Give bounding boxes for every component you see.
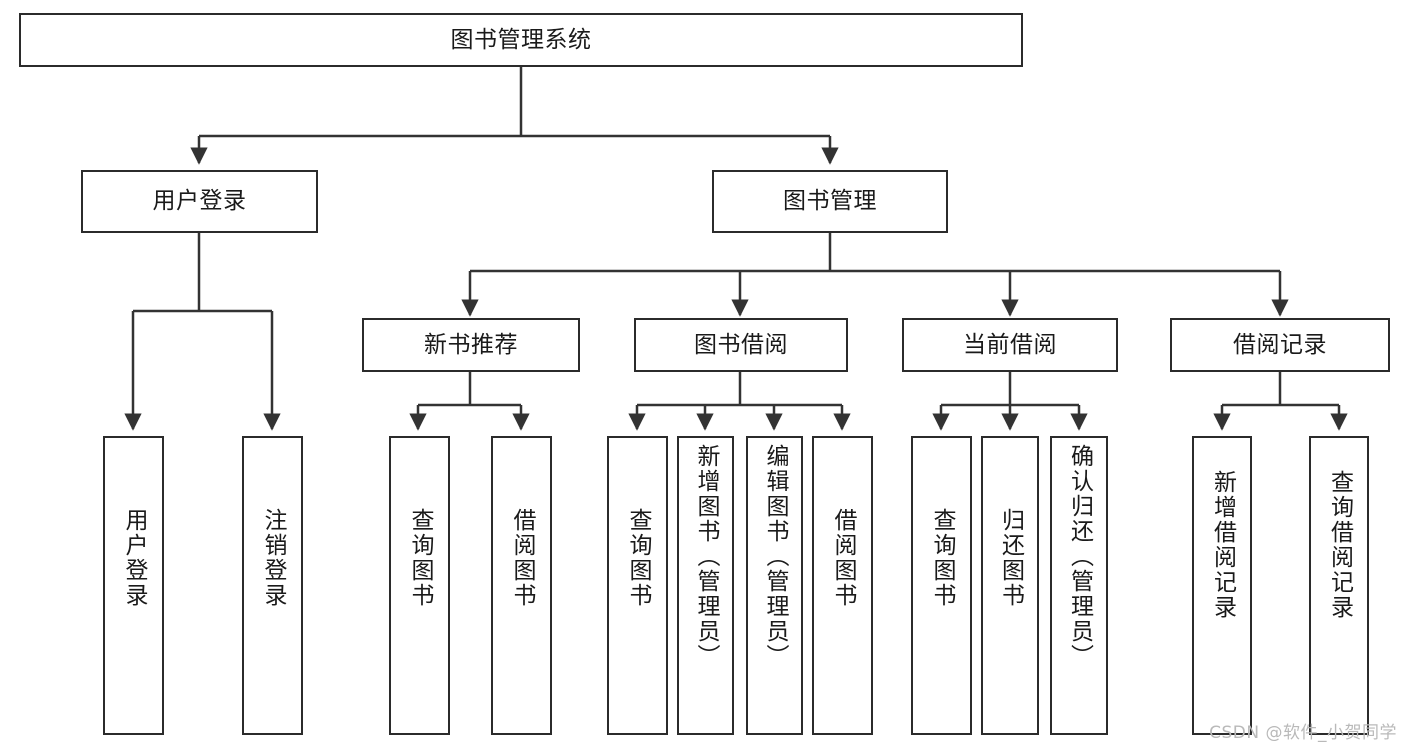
node-leaf-return-book-label: 归还图书 (997, 508, 1024, 608)
node-leaf-edit-book[interactable]: 编辑图书（管理员） (746, 436, 803, 735)
node-book-borrow[interactable]: 图书借阅 (634, 318, 848, 372)
node-leaf-confirm-return-label: 确认归还（管理员） (1066, 444, 1093, 669)
node-new-book-rec-label: 新书推荐 (424, 331, 518, 358)
node-leaf-borrow-book-2-label: 借阅图书 (830, 508, 856, 608)
node-user-login-label: 用户登录 (152, 188, 247, 215)
node-leaf-add-book[interactable]: 新增图书（管理员） (677, 436, 734, 735)
node-leaf-query-book-3[interactable]: 查询图书 (911, 436, 972, 735)
node-leaf-confirm-return[interactable]: 确认归还（管理员） (1050, 436, 1108, 735)
node-current-borrow-label: 当前借阅 (963, 331, 1057, 358)
node-leaf-logout-label: 注销登录 (260, 508, 286, 608)
node-user-login[interactable]: 用户登录 (81, 170, 318, 233)
csdn-watermark: CSDN @软件_小贺同学 (1209, 723, 1397, 743)
node-leaf-return-book[interactable]: 归还图书 (981, 436, 1039, 735)
node-book-manage[interactable]: 图书管理 (712, 170, 948, 233)
node-leaf-borrow-book-1[interactable]: 借阅图书 (491, 436, 552, 735)
node-leaf-query-record-label: 查询借阅记录 (1326, 470, 1353, 620)
node-book-borrow-label: 图书借阅 (694, 331, 788, 358)
node-book-manage-label: 图书管理 (783, 188, 877, 215)
node-current-borrow[interactable]: 当前借阅 (902, 318, 1118, 372)
node-leaf-add-record-label: 新增借阅记录 (1209, 470, 1236, 620)
node-leaf-borrow-book-1-label: 借阅图书 (509, 508, 535, 608)
node-leaf-borrow-book-2[interactable]: 借阅图书 (812, 436, 873, 735)
node-borrow-record-label: 借阅记录 (1233, 331, 1327, 358)
node-leaf-user-login[interactable]: 用户登录 (103, 436, 164, 735)
node-new-book-rec[interactable]: 新书推荐 (362, 318, 580, 372)
node-leaf-query-book-1-label: 查询图书 (407, 508, 433, 608)
node-leaf-edit-book-label: 编辑图书（管理员） (762, 444, 788, 669)
node-root-label: 图书管理系统 (450, 26, 592, 53)
node-leaf-query-book-3-label: 查询图书 (929, 508, 955, 608)
node-borrow-record[interactable]: 借阅记录 (1170, 318, 1390, 372)
node-leaf-query-book-1[interactable]: 查询图书 (389, 436, 450, 735)
node-leaf-query-book-2[interactable]: 查询图书 (607, 436, 668, 735)
node-leaf-add-record[interactable]: 新增借阅记录 (1192, 436, 1252, 735)
node-leaf-logout[interactable]: 注销登录 (242, 436, 303, 735)
node-leaf-query-record[interactable]: 查询借阅记录 (1309, 436, 1369, 735)
node-leaf-add-book-label: 新增图书（管理员） (693, 444, 719, 669)
node-leaf-user-login-label: 用户登录 (121, 508, 147, 608)
node-root[interactable]: 图书管理系统 (19, 13, 1023, 67)
node-leaf-query-book-2-label: 查询图书 (625, 508, 651, 608)
